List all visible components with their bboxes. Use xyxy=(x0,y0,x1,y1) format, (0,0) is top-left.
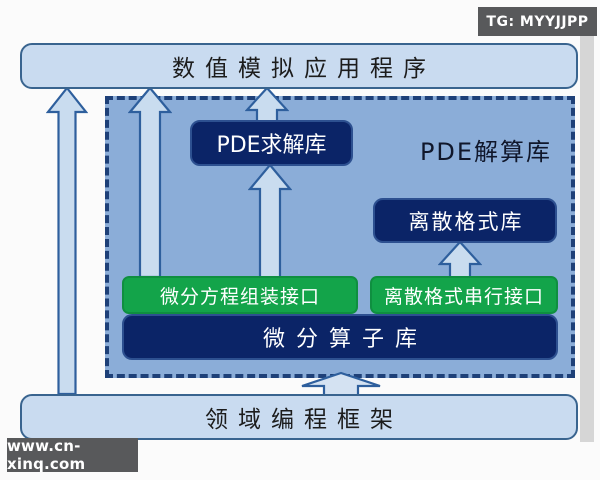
operator-library-box: 微分算子库 xyxy=(122,314,558,360)
pde-solver-box: PDE求解库 xyxy=(190,120,353,166)
framework-label: 领域编程框架 xyxy=(205,407,403,433)
operator-library-label: 微分算子库 xyxy=(262,327,428,352)
site-watermark-badge: www.cn-xinq.com xyxy=(7,437,138,473)
pde-library-panel-label: PDE解算库 xyxy=(419,138,553,166)
framework-box: 领域编程框架 xyxy=(20,394,578,440)
discrete-scheme-label: 离散格式库 xyxy=(408,209,524,234)
tg-watermark-badge: TG: MYYJJPP xyxy=(478,7,597,36)
discrete-scheme-box: 离散格式库 xyxy=(373,198,557,243)
arrow-framework-to-app-icon xyxy=(46,86,88,396)
arrow-assembly-to-solver-icon xyxy=(248,163,292,280)
assembly-interface-box: 微分方程组装接口 xyxy=(122,276,358,314)
right-edge-strip xyxy=(580,34,594,442)
app-program-box: 数值模拟应用程序 xyxy=(20,43,578,89)
serial-interface-box: 离散格式串行接口 xyxy=(370,276,558,314)
tg-watermark-text: TG: MYYJJPP xyxy=(486,13,589,30)
arrow-assembly-to-app-icon xyxy=(128,86,172,279)
serial-interface-label: 离散格式串行接口 xyxy=(383,285,544,308)
arrow-solver-to-app-icon xyxy=(245,86,289,124)
pde-solver-label: PDE求解库 xyxy=(216,133,327,158)
site-watermark-text: www.cn-xinq.com xyxy=(7,437,86,473)
arrow-serial-to-discrete-icon xyxy=(438,240,482,280)
app-program-label: 数值模拟应用程序 xyxy=(172,56,436,82)
assembly-interface-label: 微分方程组装接口 xyxy=(159,285,320,308)
